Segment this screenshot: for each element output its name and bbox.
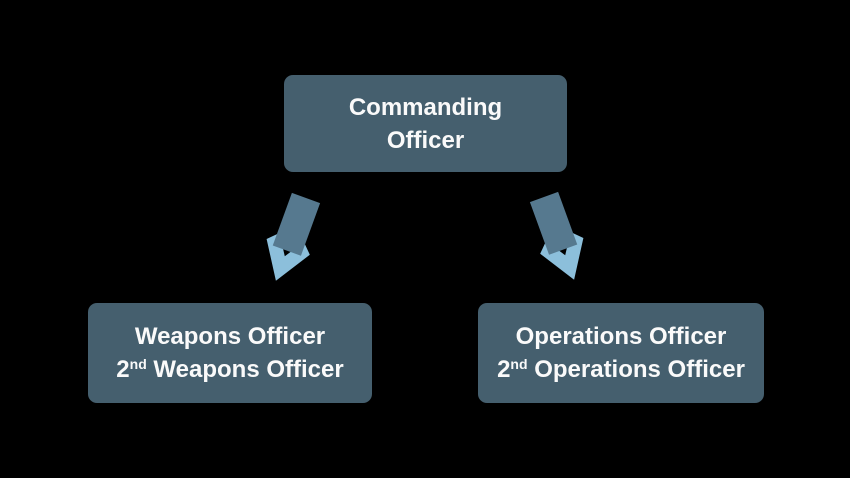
org-node-weapons-officer: Weapons Officer 2nd Weapons Officer xyxy=(88,303,372,403)
arrow-shaft xyxy=(272,192,321,256)
node-label-line2: 2nd Operations Officer xyxy=(497,353,745,386)
node-label-line1: Commanding xyxy=(348,93,503,121)
arrow-head xyxy=(266,233,310,281)
ordinal-suffix: nd xyxy=(129,356,147,372)
node-label-line1: Weapons Officer xyxy=(134,323,326,350)
org-node-operations-officer: Operations Officer 2nd Operations Office… xyxy=(478,303,764,403)
arrow-head xyxy=(540,232,584,280)
ordinal-suffix: nd xyxy=(510,356,528,372)
ordinal-number: 2 xyxy=(497,356,511,383)
ordinal-rest: Weapons Officer xyxy=(146,356,344,383)
node-label-line2: 2nd Weapons Officer xyxy=(116,353,343,386)
org-node-commanding-officer: Commanding Officer xyxy=(284,75,567,172)
arrow-down-left-icon xyxy=(266,192,321,281)
ordinal-rest: Operations Officer xyxy=(527,356,745,383)
node-label-line2: Officer xyxy=(386,126,465,154)
node-label-line1: Operations Officer xyxy=(515,323,727,350)
arrow-shaft xyxy=(529,191,578,255)
ordinal-number: 2 xyxy=(116,356,130,383)
arrow-down-right-icon xyxy=(529,191,584,280)
